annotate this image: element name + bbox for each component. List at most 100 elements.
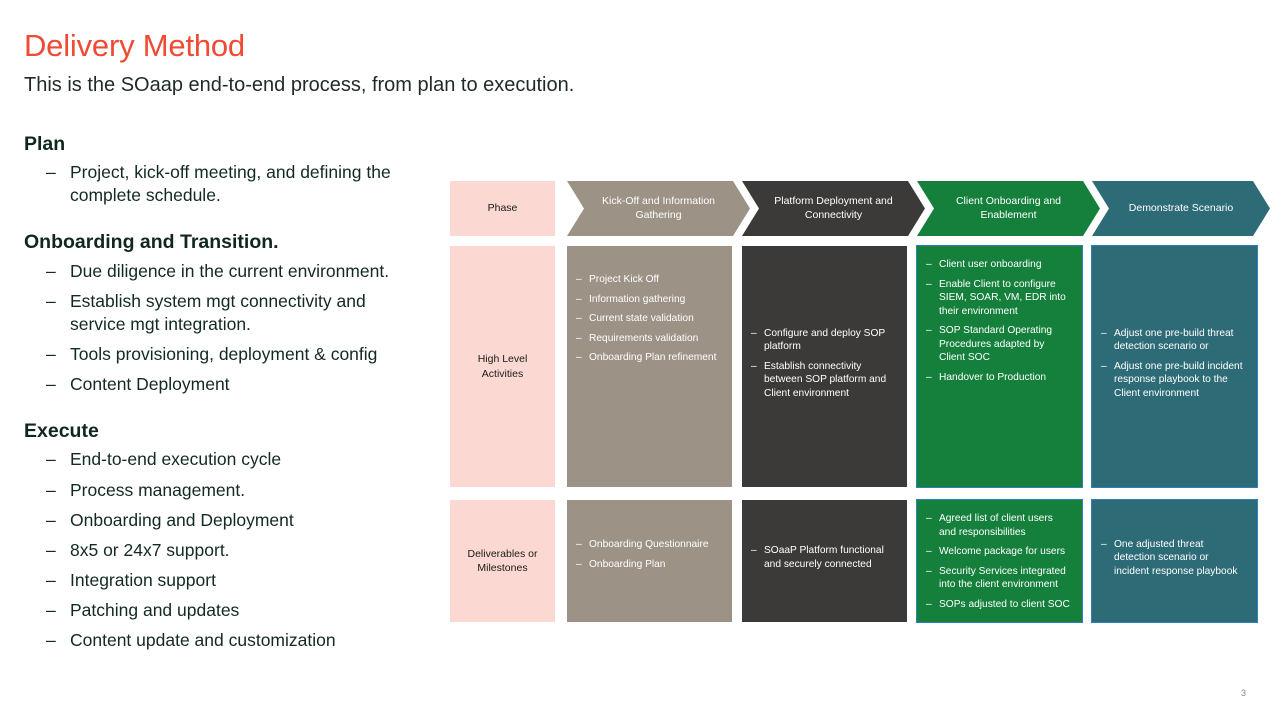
deliverables-cell-kickoff: –Onboarding Questionnaire –Onboarding Pl… bbox=[567, 500, 732, 622]
bullet-dash-icon: – bbox=[926, 546, 932, 558]
outline-group-execute: Execute –End-to-end execution cycle –Pro… bbox=[24, 417, 424, 652]
list-item: –8x5 or 24x7 support. bbox=[46, 539, 424, 562]
phase-chevron-label: Client Onboarding and Enablement bbox=[956, 195, 1061, 222]
bullet-dash-icon: – bbox=[46, 344, 56, 364]
list-item-label: 8x5 or 24x7 support. bbox=[70, 539, 230, 560]
list-item: –Configure and deploy SOP platform bbox=[751, 327, 896, 354]
phase-chevron-kickoff[interactable]: Kick-Off and Information Gathering bbox=[567, 181, 750, 236]
list-item: –Process management. bbox=[46, 479, 424, 502]
chevron-line-2: Gathering bbox=[635, 208, 682, 221]
bullet-dash-icon: – bbox=[751, 327, 757, 339]
phase-header-cell: Phase bbox=[450, 181, 555, 236]
row-label-line-1: High Level bbox=[477, 353, 528, 366]
list-item-label: SOP Standard Operating Procedures adapte… bbox=[939, 325, 1053, 364]
list-item-label: Welcome package for users bbox=[939, 546, 1066, 558]
phase-chevron-label: Kick-Off and Information Gathering bbox=[602, 195, 715, 222]
bullet-dash-icon: – bbox=[926, 259, 932, 270]
outline-group-plan: Plan –Project, kick-off meeting, and def… bbox=[24, 130, 424, 207]
page-subtitle: This is the SOaap end-to-end process, fr… bbox=[24, 74, 575, 96]
chevron-line-2: Connectivity bbox=[804, 208, 863, 221]
list-item: –Information gathering bbox=[576, 293, 721, 307]
activities-cell-demonstrate: –Adjust one pre-build threat detection s… bbox=[1091, 245, 1258, 488]
list-item: –SOP Standard Operating Procedures adapt… bbox=[926, 324, 1071, 365]
list-item-label: Onboarding Plan bbox=[589, 558, 666, 570]
deliverables-cell-platform: –SOaaP Platform functional and securely … bbox=[742, 500, 907, 622]
bullet-dash-icon: – bbox=[576, 313, 582, 325]
deliverables-list: –Onboarding Questionnaire –Onboarding Pl… bbox=[576, 538, 721, 577]
list-item: –One adjusted threat detection scenario … bbox=[1101, 538, 1246, 579]
row-label-line-2: Activities bbox=[481, 367, 524, 380]
outline-heading-onboarding: Onboarding and Transition. bbox=[24, 231, 279, 254]
deliverables-cell-demonstrate: –One adjusted threat detection scenario … bbox=[1091, 499, 1258, 623]
outline-heading-execute: Execute bbox=[24, 420, 99, 443]
bullet-dash-icon: – bbox=[576, 352, 582, 364]
list-item-label: Establish connectivity between SOP platf… bbox=[764, 360, 887, 399]
deliverables-list: –SOaaP Platform functional and securely … bbox=[751, 544, 896, 577]
chevron-line-2: Enablement bbox=[980, 208, 1037, 221]
list-item-label: Patching and updates bbox=[70, 599, 240, 620]
bullet-dash-icon: – bbox=[46, 374, 56, 395]
list-item: –Content update and customization bbox=[46, 629, 424, 652]
list-item-label: Handover to Production bbox=[939, 371, 1047, 383]
list-item-label: Security Services integrated into the cl… bbox=[939, 565, 1066, 591]
bullet-dash-icon: – bbox=[751, 545, 757, 557]
list-item-label: Information gathering bbox=[589, 293, 686, 305]
row-label-text: Deliverables or Milestones bbox=[467, 547, 537, 575]
bullet-dash-icon: – bbox=[926, 513, 932, 524]
bullet-dash-icon: – bbox=[46, 290, 56, 311]
bullet-dash-icon: – bbox=[576, 274, 582, 285]
bullet-dash-icon: – bbox=[576, 293, 582, 305]
list-item: –Onboarding Plan bbox=[576, 558, 721, 572]
bullet-dash-icon: – bbox=[926, 278, 932, 290]
list-item-label: SOaaP Platform functional and securely c… bbox=[764, 545, 884, 570]
deliverables-list: –Agreed list of client users and respons… bbox=[926, 512, 1071, 617]
activities-list: –Client user onboarding –Enable Client t… bbox=[926, 258, 1071, 391]
spacer bbox=[24, 403, 424, 417]
list-item-label: Current state validation bbox=[589, 313, 694, 325]
list-item: –Onboarding Questionnaire bbox=[576, 538, 721, 552]
list-item-label: Integration support bbox=[70, 569, 216, 590]
outline-panel: Plan –Project, kick-off meeting, and def… bbox=[24, 130, 424, 659]
list-item: –Handover to Production bbox=[926, 371, 1071, 385]
phase-header-label: Phase bbox=[487, 202, 518, 215]
phase-chevron-demonstrate[interactable]: Demonstrate Scenario bbox=[1092, 181, 1270, 236]
activities-cell-platform: –Configure and deploy SOP platform –Esta… bbox=[742, 246, 907, 487]
bullet-dash-icon: – bbox=[46, 162, 56, 183]
bullet-dash-icon: – bbox=[926, 325, 932, 337]
list-item-label: Project, kick-off meeting, and defining … bbox=[70, 162, 391, 206]
bullet-dash-icon: – bbox=[46, 539, 56, 560]
bullet-dash-icon: – bbox=[926, 565, 932, 577]
page-number: 3 bbox=[1240, 688, 1246, 698]
spacer bbox=[24, 214, 424, 228]
outline-heading-plan: Plan bbox=[24, 133, 66, 155]
row-label-line-2: Milestones bbox=[477, 562, 528, 574]
phase-chevron-platform[interactable]: Platform Deployment and Connectivity bbox=[742, 181, 925, 236]
phase-chevron-label: Platform Deployment and Connectivity bbox=[774, 195, 892, 222]
list-item: –Onboarding and Deployment bbox=[46, 509, 424, 532]
list-item-label: Onboarding and Deployment bbox=[70, 509, 294, 530]
phase-chevron-label: Demonstrate Scenario bbox=[1128, 201, 1234, 214]
page-title: Delivery Method bbox=[24, 28, 245, 63]
bullet-dash-icon: – bbox=[46, 569, 56, 590]
bullet-dash-icon: – bbox=[926, 598, 932, 610]
row-label-high-level-activities: High Level Activities bbox=[450, 246, 555, 487]
bullet-dash-icon: – bbox=[576, 558, 582, 570]
list-item-label: Client user onboarding bbox=[939, 259, 1042, 270]
bullet-dash-icon: – bbox=[751, 360, 757, 372]
bullet-dash-icon: – bbox=[46, 630, 56, 651]
list-item-label: Content update and customization bbox=[70, 630, 336, 651]
chevron-line-1: Kick-Off and Information bbox=[601, 195, 716, 208]
list-item: –Current state validation bbox=[576, 312, 721, 326]
activities-list: –Adjust one pre-build threat detection s… bbox=[1101, 327, 1246, 407]
activities-cell-client: –Client user onboarding –Enable Client t… bbox=[916, 245, 1083, 488]
list-item-label: Adjust one pre-build incident response p… bbox=[1114, 360, 1243, 399]
list-item: –Client user onboarding bbox=[926, 258, 1071, 272]
row-label-text: High Level Activities bbox=[478, 352, 528, 380]
activities-list: –Project Kick Off –Information gathering… bbox=[576, 273, 721, 371]
list-item: –Tools provisioning, deployment & config bbox=[46, 343, 424, 366]
bullet-dash-icon: – bbox=[926, 371, 932, 383]
bullet-dash-icon: – bbox=[46, 599, 56, 620]
bullet-dash-icon: – bbox=[46, 479, 56, 500]
phase-chevron-client[interactable]: Client Onboarding and Enablement bbox=[917, 181, 1100, 236]
list-item: –Establish system mgt connectivity and s… bbox=[46, 290, 424, 336]
